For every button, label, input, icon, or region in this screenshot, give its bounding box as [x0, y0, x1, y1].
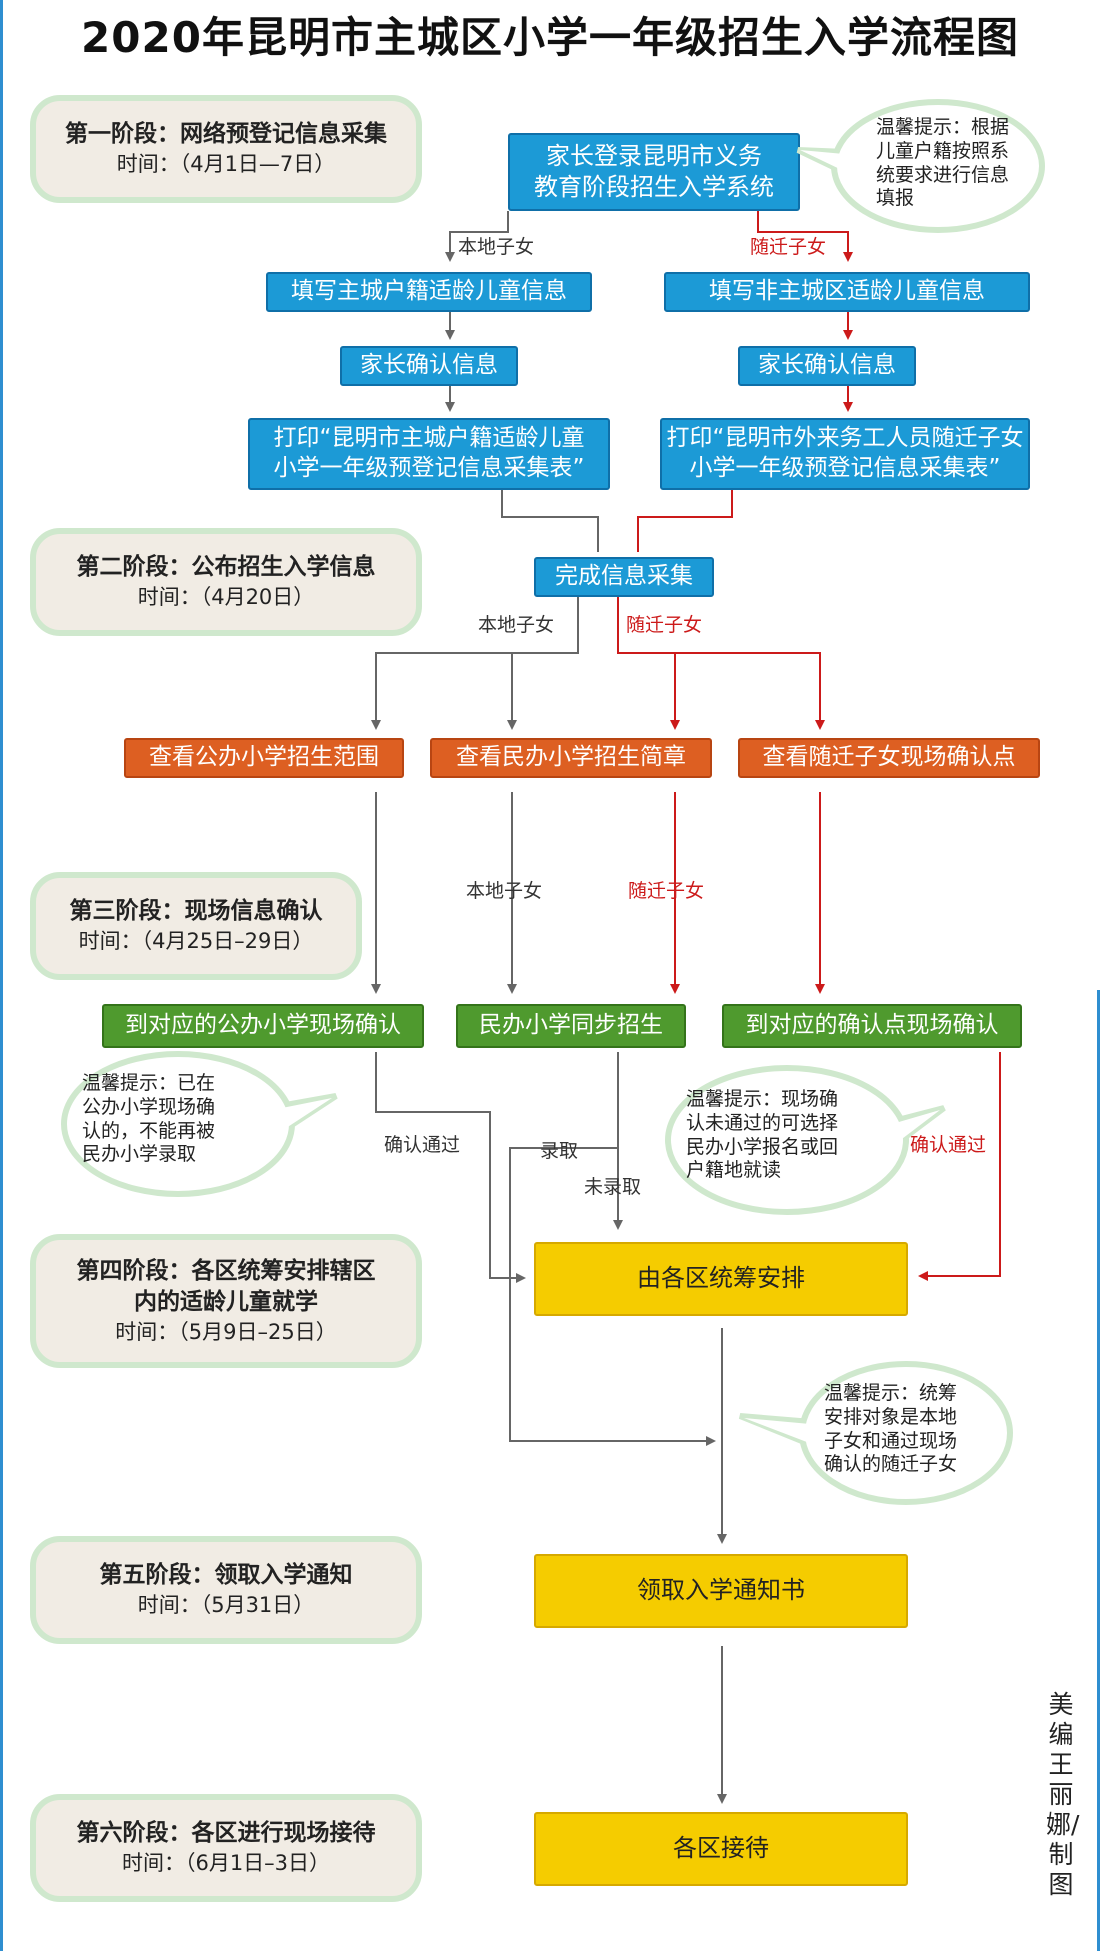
stage-1-time: 时间：（4月1日—7日） [116, 152, 336, 177]
label-local-2: 本地子女 [478, 614, 555, 636]
left-border [0, 0, 3, 1951]
stage-6-panel: 第六阶段：各区进行现场接待 时间：（6月1日–3日） [30, 1794, 422, 1902]
label-migrant-2: 随迁子女 [626, 614, 703, 636]
stage-3-panel: 第三阶段：现场信息确认 时间：（4月25日–29日） [30, 872, 362, 980]
label-migrant-1: 随迁子女 [750, 236, 827, 258]
fill-local-info-box: 填写主城户籍适龄儿童信息 [266, 272, 592, 312]
go-public-school-box: 到对应的公办小学现场确认 [102, 1004, 424, 1048]
right-border [1097, 990, 1100, 1951]
tip-bubble-2: 温馨提示：已在 公办小学现场确 认的，不能再被 民办小学录取 [60, 1050, 338, 1198]
label-confirm-pass-migrant: 确认通过 [910, 1134, 987, 1156]
receive-notice-box: 领取入学通知书 [534, 1554, 908, 1628]
stage-5-panel: 第五阶段：领取入学通知 时间：（5月31日） [30, 1536, 422, 1644]
line-print-local-to-complete [501, 490, 599, 552]
stage-6-time: 时间：（6月1日–3日） [121, 1851, 331, 1876]
line-print-migrant-to-complete [637, 490, 733, 552]
line-login-to-fill-local [445, 211, 509, 262]
stage-2-time: 时间：（4月20日） [137, 585, 315, 610]
tip-bubble-1: 温馨提示：根据 儿童户籍按照系 统要求进行信息 填报 [796, 98, 1046, 234]
line-go-public-to-district [375, 1052, 526, 1283]
label-local-3: 本地子女 [466, 880, 543, 902]
designer-credit: 美编王丽娜/制图 [1046, 1690, 1080, 1899]
stage-4-title: 第四阶段：各区统筹安排辖区 内的适龄儿童就学 [76, 1257, 376, 1315]
stage-3-title: 第三阶段：现场信息确认 [69, 898, 323, 925]
fill-migrant-info-box: 填写非主城区适龄儿童信息 [664, 272, 1030, 312]
line-private-sync-admitted [509, 1147, 716, 1446]
stage-4-time: 时间：（5月9日–25日） [115, 1319, 337, 1344]
label-not-admitted: 未录取 [584, 1176, 642, 1198]
tip-bubble-3: 温馨提示：现场确 认未通过的可选择 民办小学报名或回 户籍地就读 [664, 1064, 946, 1216]
district-arrangement-box: 由各区统筹安排 [534, 1242, 908, 1316]
confirm-migrant-box: 家长确认信息 [738, 346, 916, 386]
tip-bubble-4: 温馨提示：统筹 安排对象是本地 子女和通过现场 确认的随迁子女 [738, 1360, 1014, 1506]
view-public-school-box: 查看公办小学招生范围 [124, 738, 404, 778]
tip-1-text: 温馨提示：根据 儿童户籍按照系 统要求进行信息 填报 [876, 116, 1010, 210]
private-school-sync-box: 民办小学同步招生 [456, 1004, 686, 1048]
stage-6-title: 第六阶段：各区进行现场接待 [76, 1820, 376, 1847]
stage-1-title: 第一阶段：网络预登记信息采集 [65, 121, 387, 148]
line-complete-to-view-private-local [507, 652, 578, 730]
line-complete-to-view-migrant [675, 652, 825, 730]
stage-5-title: 第五阶段：领取入学通知 [99, 1562, 353, 1589]
tip-3-text: 温馨提示：现场确 认未通过的可选择 民办小学报名或回 户籍地就读 [686, 1088, 839, 1182]
confirm-local-box: 家长确认信息 [340, 346, 518, 386]
label-confirm-pass-local: 确认通过 [384, 1134, 461, 1156]
stage-1-panel: 第一阶段：网络预登记信息采集 时间：（4月1日—7日） [30, 95, 422, 203]
login-system-box: 家长登录昆明市义务 教育阶段招生入学系统 [508, 133, 800, 211]
stage-5-time: 时间：（5月31日） [137, 1593, 315, 1618]
label-migrant-3: 随迁子女 [628, 880, 705, 902]
go-confirm-point-box: 到对应的确认点现场确认 [722, 1004, 1022, 1048]
line-go-point-to-district [918, 1052, 1001, 1281]
stage-2-panel: 第二阶段：公布招生入学信息 时间：（4月20日） [30, 528, 422, 636]
print-local-form-box: 打印“昆明市主城户籍适龄儿童 小学一年级预登记信息采集表” [248, 418, 610, 490]
line-complete-to-view-private-migrant [617, 597, 680, 730]
stage-3-time: 时间：（4月25日–29日） [78, 929, 314, 954]
view-migrant-point-box: 查看随迁子女现场确认点 [738, 738, 1040, 778]
label-admitted: 录取 [540, 1140, 579, 1162]
stage-2-title: 第二阶段：公布招生入学信息 [76, 554, 376, 581]
district-reception-box: 各区接待 [534, 1812, 908, 1886]
view-private-school-box: 查看民办小学招生简章 [430, 738, 712, 778]
complete-collection-box: 完成信息采集 [534, 557, 714, 597]
tip-2-text: 温馨提示：已在 公办小学现场确 认的，不能再被 民办小学录取 [82, 1072, 216, 1166]
tip-4-text: 温馨提示：统筹 安排对象是本地 子女和通过现场 确认的随迁子女 [824, 1382, 958, 1476]
line-login-to-fill-migrant [757, 211, 853, 262]
page-title: 2020年昆明市主城区小学一年级招生入学流程图 [81, 13, 1019, 62]
stage-4-panel: 第四阶段：各区统筹安排辖区 内的适龄儿童就学 时间：（5月9日–25日） [30, 1234, 422, 1368]
print-migrant-form-box: 打印“昆明市外来务工人员随迁子女 小学一年级预登记信息采集表” [660, 418, 1030, 490]
line-complete-to-view-public [371, 597, 579, 730]
label-local-1: 本地子女 [458, 236, 535, 258]
